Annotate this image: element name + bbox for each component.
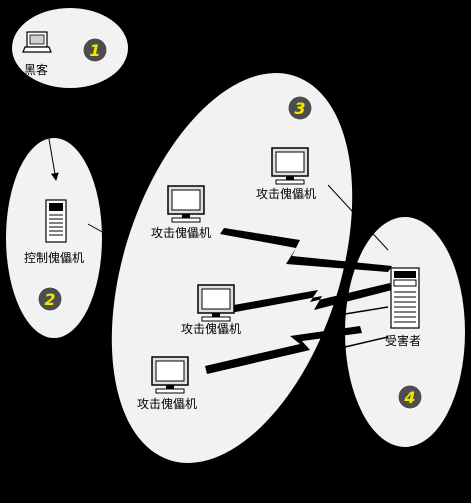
controller-server-icon (45, 199, 67, 243)
attack-bolt (228, 283, 392, 313)
victim-region (345, 217, 465, 447)
svg-text:3: 3 (294, 99, 305, 118)
zombie-top-to-victim-line (327, 184, 389, 251)
step-badge: 4 (397, 384, 423, 410)
step-badge: 3 (287, 95, 313, 121)
attack-line (344, 336, 389, 348)
controller-label: 控制傀儡机 (24, 250, 84, 265)
hacker-to-controller-arrow (39, 85, 59, 181)
zombie-label: 攻击傀儡机 (137, 396, 197, 411)
svg-text:1: 1 (89, 41, 100, 60)
hacker-laptop-icon (22, 31, 52, 53)
zombie-label: 攻击傀儡机 (181, 321, 241, 336)
victim-label: 受害者 (385, 333, 421, 348)
attack-bolt (220, 228, 392, 272)
svg-text:2: 2 (44, 290, 55, 309)
step-badge: 2 (37, 286, 63, 312)
controller-to-zombies-line (87, 223, 105, 234)
attack-bolt (205, 326, 362, 374)
zombie-label: 攻击傀儡机 (256, 186, 316, 201)
zombie-label: 攻击傀儡机 (151, 225, 211, 240)
hacker-region (12, 8, 128, 88)
step-badge: 1 (82, 37, 108, 63)
victim-server-icon (390, 267, 420, 329)
hacker-label: 黑客 (24, 62, 48, 77)
svg-text:4: 4 (403, 388, 415, 407)
attack-line (344, 306, 389, 315)
